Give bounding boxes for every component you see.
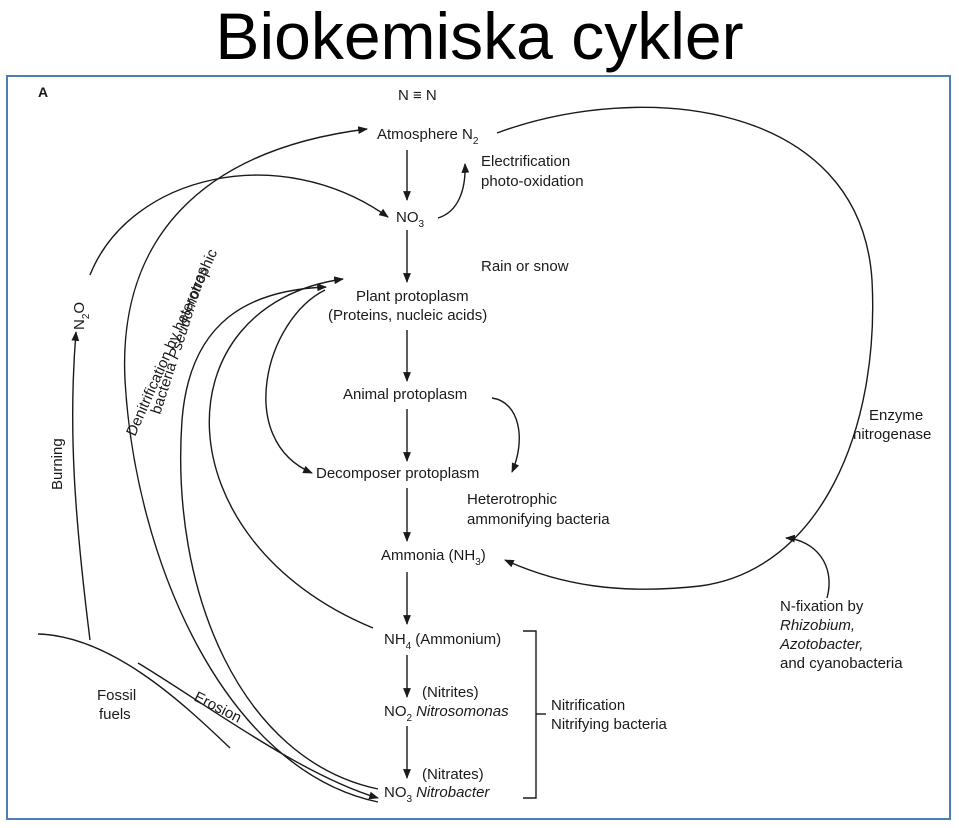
arrow-n2o-to-no3 bbox=[89, 174, 389, 276]
arrow-no3-to-plant bbox=[180, 283, 379, 790]
panel-label: A bbox=[38, 84, 48, 100]
arrow-nitrogen-fixation-loop bbox=[496, 106, 874, 590]
pseudomonas-label: bacteria Pseudomonas bbox=[148, 265, 212, 417]
arrow-erosion bbox=[137, 662, 379, 800]
nitrifying-bacteria-label: Nitrifying bacteria bbox=[551, 716, 668, 733]
arrow-n-fixation-pointer bbox=[785, 534, 830, 599]
decomposer-protoplasm-label: Decomposer protoplasm bbox=[316, 465, 479, 482]
n-fixation-label: N-fixation by bbox=[780, 598, 864, 615]
no3-top-label: NO3 bbox=[396, 209, 425, 230]
proteins-label: (Proteins, nucleic acids) bbox=[328, 307, 487, 324]
enzyme-label: Enzyme bbox=[869, 407, 923, 424]
rain-snow-label: Rain or snow bbox=[481, 258, 569, 275]
azotobacter-label: Azotobacter, bbox=[779, 636, 863, 653]
arrow-denitrification bbox=[123, 126, 379, 803]
burning-label: Burning bbox=[49, 438, 66, 490]
erosion-label: Erosion bbox=[191, 688, 244, 726]
arrow-nh4-to-plant bbox=[208, 276, 374, 629]
plant-protoplasm-label: Plant protoplasm bbox=[356, 288, 469, 305]
arrow-animal-to-decomposer-curve bbox=[491, 397, 520, 473]
fossil-fuels-mound bbox=[37, 633, 231, 749]
arrow-burning bbox=[71, 331, 91, 641]
cyanobacteria-label: and cyanobacteria bbox=[780, 655, 903, 672]
electrification-label: Electrification bbox=[481, 153, 570, 170]
nh4-label: NH4(Ammonium) bbox=[384, 631, 501, 652]
atmosphere-n2-label: Atmosphere N2 bbox=[377, 126, 479, 147]
arrow-plant-to-decomposer-curve bbox=[265, 289, 326, 474]
nitrates-label: (Nitrates) bbox=[422, 766, 484, 783]
fuels-label: fuels bbox=[99, 706, 131, 723]
nitrification-bracket bbox=[523, 630, 537, 799]
ammonifying-bacteria-label: ammonifying bacteria bbox=[467, 511, 610, 528]
arrow-electrification bbox=[437, 163, 470, 219]
n2o-label: N2O bbox=[71, 302, 92, 330]
nitrogenase-label: nitrogenase bbox=[853, 426, 931, 443]
triple-bond-label: N ≡ N bbox=[398, 87, 437, 104]
fossil-label: Fossil bbox=[97, 687, 136, 704]
ammonia-label: Ammonia (NH3) bbox=[381, 547, 486, 568]
slide-title: Biokemiska cykler bbox=[215, 0, 744, 73]
diagram-frame bbox=[6, 75, 951, 820]
photo-oxidation-label: photo-oxidation bbox=[481, 173, 584, 190]
nitrification-label: Nitrification bbox=[551, 697, 625, 714]
animal-protoplasm-label: Animal protoplasm bbox=[343, 386, 467, 403]
heterotrophic-label: Heterotrophic bbox=[467, 491, 558, 508]
nitrites-label: (Nitrites) bbox=[422, 684, 479, 701]
rhizobium-label: Rhizobium, bbox=[780, 617, 855, 634]
